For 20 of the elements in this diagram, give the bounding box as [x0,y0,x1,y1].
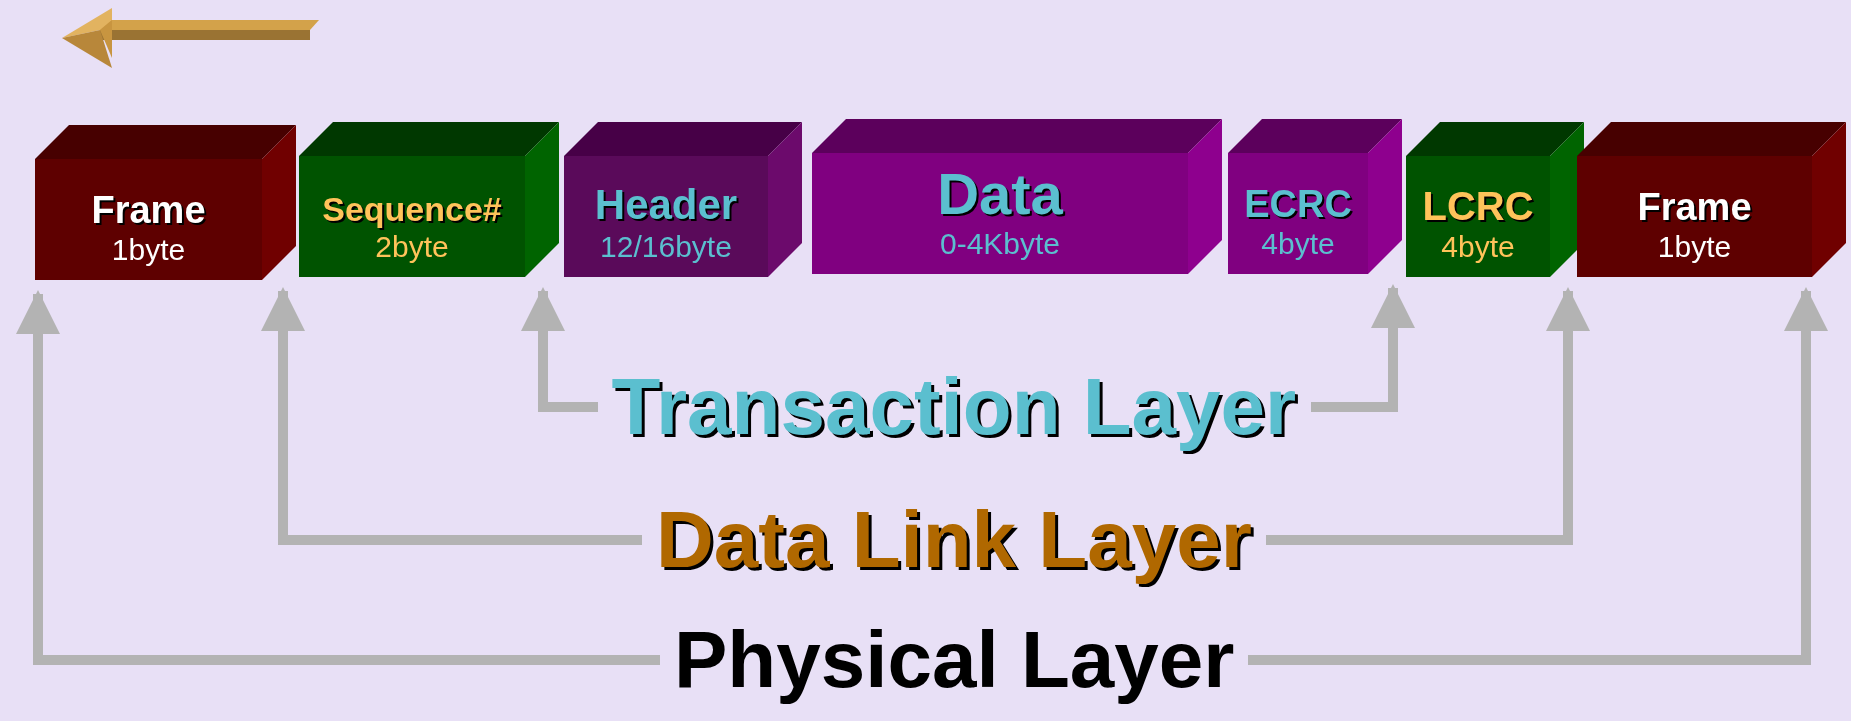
field-size: 12/16byte [600,232,732,262]
bracket-arrow [1266,287,1590,545]
field-name: ECRC [1244,185,1352,223]
field-name: LCRC [1422,186,1534,226]
bracket-arrow [521,287,598,412]
field-name: Frame [1637,188,1752,226]
bracket-arrow [16,290,660,665]
field-size: 1byte [1657,232,1732,262]
field-size: 0-4Kbyte [939,229,1061,259]
bracket-arrow [1248,287,1828,665]
field-size: 1byte [111,235,186,265]
bracket-arrow [261,287,642,545]
field-size: 2byte [375,232,449,262]
field-name: Frame [91,191,206,229]
bracket-arrow [1311,284,1415,412]
field-size: 4byte [1261,229,1335,259]
field-name: Data [937,165,1063,223]
field-size: 4byte [1441,232,1515,262]
field-name: Header [594,184,738,226]
field-name: Sequence# [322,192,502,226]
